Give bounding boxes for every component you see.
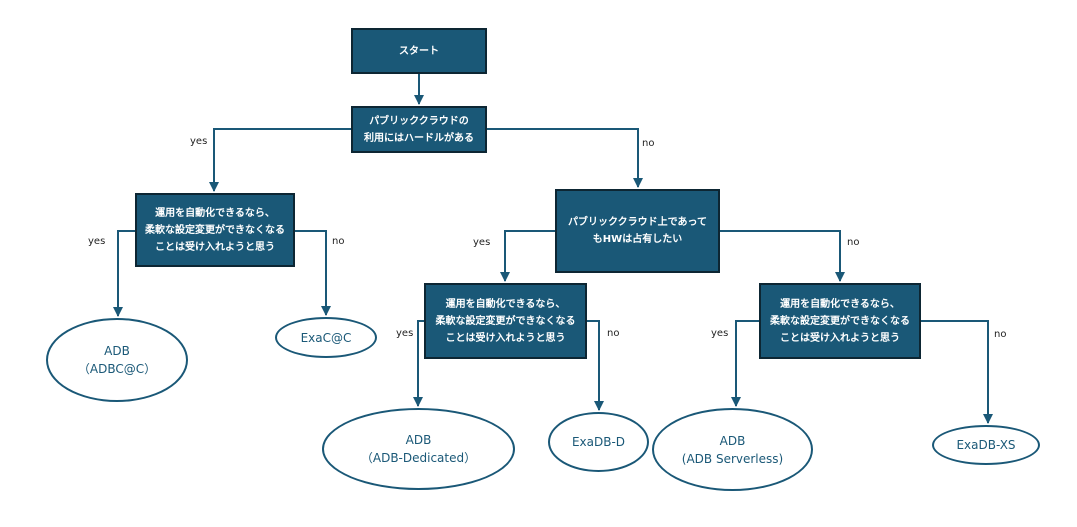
result-exadb-xs-line-1: ExaDB-XS — [956, 438, 1016, 452]
result-exacc-text: ExaC@C — [301, 329, 352, 347]
question-auto-ops-left-box: 運用を自動化できるなら、 柔軟な設定変更ができなくなる ことは受け入れようと思う — [135, 193, 295, 267]
question-hw-dedicated-line-1: パブリッククラウド上であって — [568, 217, 707, 228]
edge-public-yes — [209, 128, 351, 192]
question-public-cloud-box: パブリッククラウドの 利用にはハードルがある — [351, 106, 487, 153]
edge-right-yes — [731, 320, 759, 407]
question-auto-ops-mid-line-1: 運用を自動化できるなら、 — [445, 298, 566, 310]
edge-label-mid-yes: yes — [396, 328, 414, 339]
edge-mid-no — [587, 320, 604, 411]
question-auto-ops-mid-line-3: ことは受け入れようと思う — [445, 332, 566, 344]
result-adbc-oval: ADB （ADBC@C） — [46, 318, 188, 402]
question-public-cloud-text: パブリッククラウドの 利用にはハードルがある — [364, 113, 474, 147]
edge-label-public-no: no — [642, 138, 655, 149]
result-adb-serverless-oval: ADB (ADB Serverless) — [652, 408, 813, 491]
result-adb-dedicated-line-2: （ADB-Dedicated） — [360, 451, 477, 465]
result-exacc-oval: ExaC@C — [275, 317, 377, 358]
result-adb-serverless-line-1: ADB — [719, 433, 746, 448]
edge-public-no — [487, 128, 643, 188]
question-auto-ops-mid-line-2: 柔軟な設定変更ができなくなる — [435, 315, 576, 327]
edge-label-hw-yes: yes — [473, 237, 491, 248]
edge-mid-yes — [413, 320, 424, 407]
question-auto-ops-right-line-2: 柔軟な設定変更ができなくなる — [770, 315, 910, 327]
edge-label-left-no: no — [332, 236, 345, 247]
question-auto-ops-right-text: 運用を自動化できるなら、 柔軟な設定変更ができなくなる ことは受け入れようと思う — [770, 296, 910, 347]
question-auto-ops-left-line-3: ことは受け入れようと思う — [155, 241, 275, 253]
question-hw-dedicated-line-2: もHWは占有したい — [592, 234, 683, 245]
edge-hw-yes — [500, 230, 555, 282]
question-auto-ops-right-line-1: 運用を自動化できるなら、 — [780, 298, 900, 310]
edge-label-right-no: no — [994, 329, 1007, 340]
result-exadb-xs-text: ExaDB-XS — [956, 436, 1015, 454]
question-auto-ops-left-text: 運用を自動化できるなら、 柔軟な設定変更ができなくなる ことは受け入れようと思う — [145, 205, 285, 256]
edge-label-public-yes: yes — [190, 136, 208, 147]
result-exacc-line-1: ExaC@C — [300, 330, 352, 345]
start-line-1: スタート — [399, 45, 439, 57]
result-adbc-line-1: ADB — [104, 344, 130, 358]
question-hw-dedicated-text: パブリッククラウド上であって もHWは占有したい — [568, 214, 707, 248]
question-auto-ops-right-box: 運用を自動化できるなら、 柔軟な設定変更ができなくなる ことは受け入れようと思う — [759, 283, 921, 359]
edge-label-left-yes: yes — [88, 236, 106, 247]
edge-label-mid-no: no — [607, 328, 620, 339]
result-adbc-line-2: （ADBC@C） — [77, 362, 157, 376]
start-box: スタート — [351, 28, 487, 74]
edge-hw-no — [720, 230, 845, 282]
start-text: スタート — [399, 43, 439, 60]
result-exadb-d-text: ExaDB-D — [572, 433, 625, 451]
question-auto-ops-left-line-1: 運用を自動化できるなら、 — [155, 207, 275, 219]
result-adbc-text: ADB （ADBC@C） — [78, 342, 156, 378]
question-public-cloud-line-2: 利用にはハードルがある — [364, 132, 474, 144]
question-public-cloud-line-1: パブリッククラウドの — [369, 115, 469, 127]
result-exadb-d-oval: ExaDB-D — [548, 412, 649, 472]
result-adb-dedicated-oval: ADB （ADB-Dedicated） — [322, 408, 515, 490]
edge-left-no — [295, 230, 331, 316]
result-adb-serverless-line-2: (ADB Serverless) — [681, 451, 784, 466]
result-adb-dedicated-line-1: ADB — [405, 433, 432, 447]
result-exadb-xs-oval: ExaDB-XS — [932, 425, 1040, 465]
question-hw-dedicated-box: パブリッククラウド上であって もHWは占有したい — [555, 189, 720, 273]
edge-label-hw-no: no — [847, 237, 860, 248]
edge-label-right-yes: yes — [711, 328, 729, 339]
question-auto-ops-right-line-3: ことは受け入れようと思う — [780, 332, 900, 344]
result-exadb-d-line-1: ExaDB-D — [571, 435, 626, 449]
question-auto-ops-left-line-2: 柔軟な設定変更ができなくなる — [145, 224, 285, 236]
result-adb-dedicated-text: ADB （ADB-Dedicated） — [361, 431, 476, 467]
question-auto-ops-mid-box: 運用を自動化できるなら、 柔軟な設定変更ができなくなる ことは受け入れようと思う — [424, 283, 587, 359]
edge-right-no — [921, 320, 993, 424]
result-adb-serverless-text: ADB (ADB Serverless) — [682, 432, 783, 468]
question-auto-ops-mid-text: 運用を自動化できるなら、 柔軟な設定変更ができなくなる ことは受け入れようと思う — [436, 296, 576, 347]
edge-left-yes — [113, 230, 135, 317]
